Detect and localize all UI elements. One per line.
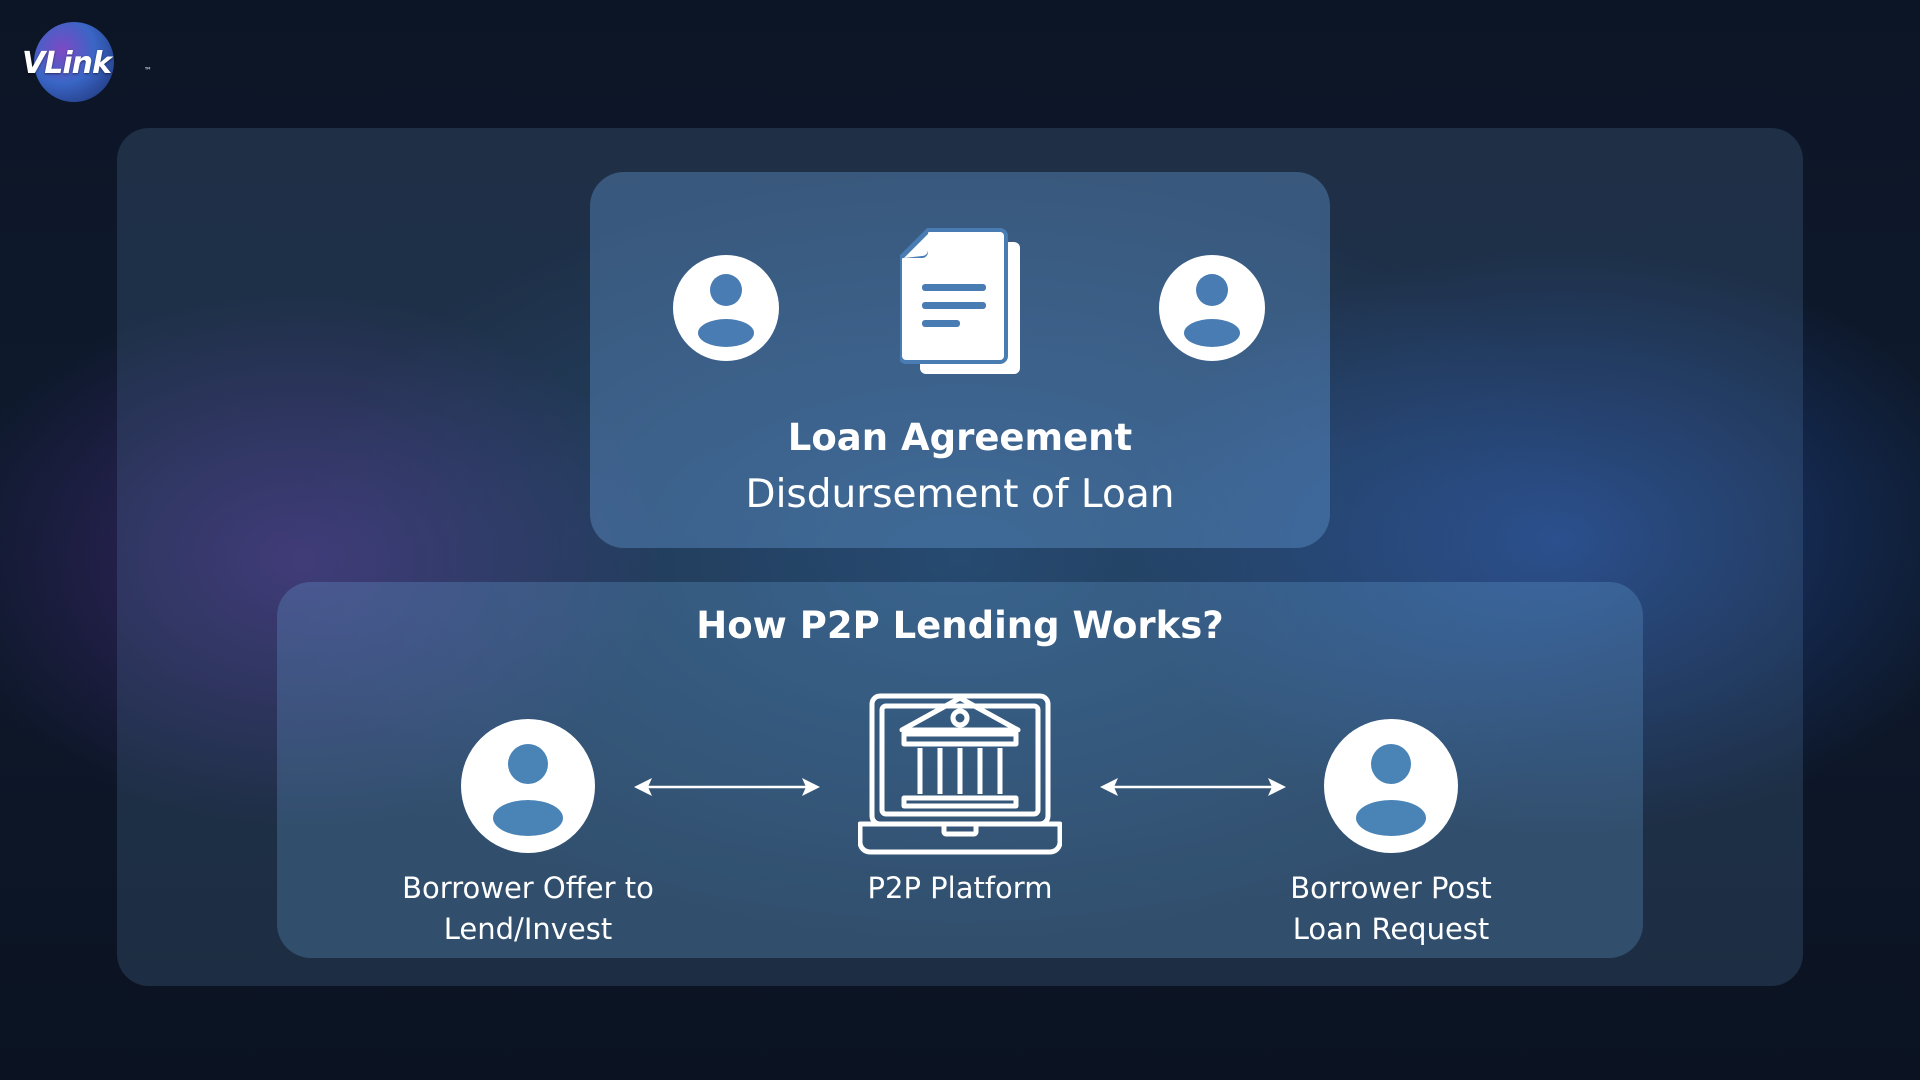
lender-user-icon xyxy=(673,255,779,361)
vlink-logo: VLink ™ xyxy=(18,18,152,106)
double-arrow-icon xyxy=(1100,778,1286,796)
borrower-user-icon xyxy=(1159,255,1265,361)
loan-agreement-subtitle: Disdursement of Loan xyxy=(745,472,1175,517)
globe-icon xyxy=(34,22,114,102)
p2p-heading: How P2P Lending Works? xyxy=(696,604,1224,647)
logo-wordmark: VLink xyxy=(22,46,112,81)
trademark-symbol: ™ xyxy=(144,66,152,75)
platform-label-line1: P2P Platform xyxy=(867,871,1053,905)
lender-label-line1: Borrower Offer to xyxy=(402,871,654,905)
loan-agreement-title: Loan Agreement xyxy=(787,416,1133,459)
lender-label: Borrower Offer to Lend/Invest xyxy=(368,868,688,950)
borrower-label-line2: Loan Request xyxy=(1292,912,1490,946)
platform-label: P2P Platform xyxy=(800,868,1120,909)
document-icon xyxy=(900,228,1020,374)
borrower-label-line1: Borrower Post xyxy=(1290,871,1492,905)
bank-laptop-icon xyxy=(858,693,1062,855)
double-arrow-icon xyxy=(634,778,820,796)
borrower-user-icon xyxy=(1324,719,1458,853)
lender-label-line2: Lend/Invest xyxy=(443,912,613,946)
borrower-label: Borrower Post Loan Request xyxy=(1231,868,1551,950)
lender-user-icon xyxy=(461,719,595,853)
